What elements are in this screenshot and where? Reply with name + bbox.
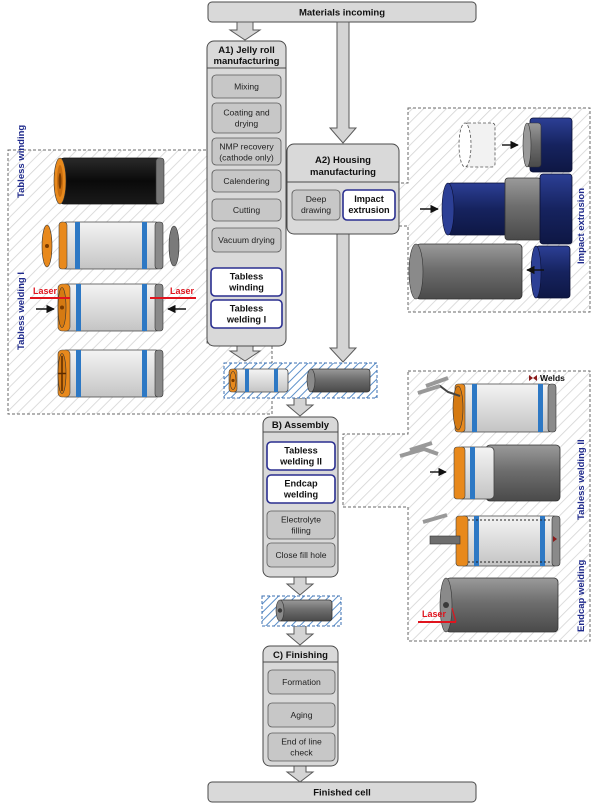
- arrow-assembly-out: [285, 575, 315, 596]
- arrow-to-finished-cell: [285, 765, 315, 783]
- step-eol-line2: check: [290, 748, 313, 758]
- materials-incoming-bar: Materials incoming: [207, 1, 477, 23]
- side-label-tabless-winding: Tabless winding: [16, 125, 27, 198]
- step-coating-line1: Coating and: [223, 108, 270, 118]
- housing-title-1: A2) Housing: [315, 155, 371, 166]
- step-deep-drawing-line2: drawing: [301, 205, 331, 215]
- sectioned-cell: [422, 513, 561, 567]
- flow-arrows: [228, 21, 358, 783]
- welds-label: Welds: [540, 373, 565, 383]
- roll-into-can: [399, 441, 561, 502]
- extruded-can: [408, 243, 571, 300]
- step-endcap-welding-line1: Endcap: [284, 479, 318, 489]
- step-calendering: Calendering: [223, 176, 270, 186]
- punch-extrusion: [441, 173, 573, 245]
- step-tabless-welding-1-line2: welding I: [226, 315, 266, 325]
- housing-preview: [306, 368, 371, 393]
- step-mixing: Mixing: [234, 82, 259, 92]
- step-tabless-welding-2-line1: Tabless: [284, 446, 318, 456]
- jelly-roll-stage: A1) Jelly roll manufacturing Mixing Coat…: [206, 40, 287, 347]
- step-aging: Aging: [291, 710, 313, 720]
- assembled-cell-box: [261, 595, 342, 627]
- step-formation: Formation: [282, 677, 321, 687]
- jelly-roll-title-2: manufacturing: [214, 56, 280, 67]
- step-nmp-line2: (cathode only): [219, 153, 274, 163]
- slug-in-die: [522, 117, 573, 173]
- step-tabless-winding-line2: winding: [228, 283, 264, 293]
- assembly-title: B) Assembly: [272, 420, 330, 431]
- step-nmp-line1: NMP recovery: [219, 142, 274, 152]
- assembly-detail-panel: [342, 370, 591, 642]
- intermediate-products-box: [223, 362, 378, 399]
- laser-label-endcap: Laser: [422, 609, 447, 619]
- arrow-jelly-roll-out: [228, 345, 262, 362]
- welded-roll: [57, 349, 164, 398]
- side-label-tabless-welding-1: Tabless welding I: [16, 272, 27, 350]
- arrow-to-finishing: [285, 625, 315, 646]
- step-endcap-welding-line2: welding: [283, 490, 318, 500]
- arrow-to-jelly-roll: [228, 21, 262, 41]
- step-cutting: Cutting: [233, 205, 260, 215]
- step-tabless-winding-line1: Tabless: [230, 272, 264, 282]
- step-electrolyte-line2: filling: [291, 526, 311, 536]
- tabless-winding-illustrations: Laser Laser Tabless winding Tabless weld…: [16, 125, 196, 398]
- side-label-endcap-welding: Endcap welding: [576, 559, 587, 632]
- side-label-tabless-welding-2: Tabless welding II: [576, 439, 587, 520]
- laser-label-left: Laser: [33, 286, 58, 296]
- welding-roll-lasers: Laser Laser: [30, 283, 196, 332]
- finished-cell-label: Finished cell: [313, 788, 371, 799]
- roll-with-tabs: [417, 376, 557, 433]
- wound-roll-with-plates: [41, 221, 180, 270]
- arrow-housing-out: [328, 233, 358, 363]
- step-vacuum-drying: Vacuum drying: [218, 235, 275, 245]
- step-deep-drawing-line1: Deep: [306, 194, 327, 204]
- impact-extrusion-illustrations: Impact extrusion: [408, 117, 587, 300]
- finishing-stage: C) Finishing Formation Aging End of line…: [262, 645, 339, 767]
- materials-incoming-label: Materials incoming: [299, 8, 385, 19]
- jelly-roll-highlight-steps: Tabless winding Tabless welding I: [210, 267, 283, 329]
- housing-stage: A2) Housing manufacturing Deep drawing I…: [286, 143, 400, 235]
- housing-title-2: manufacturing: [310, 167, 376, 178]
- side-label-impact-extrusion: Impact extrusion: [576, 188, 587, 264]
- welds-legend: Welds: [529, 373, 565, 383]
- endcap-welding-cell: Laser: [418, 577, 559, 633]
- step-electrolyte-line1: Electrolyte: [281, 515, 321, 525]
- jelly-roll-title-1: A1) Jelly roll: [218, 45, 275, 56]
- jelly-roll-steps: Mixing Coating and drying NMP recovery (…: [211, 74, 282, 253]
- step-coating-line2: drying: [235, 119, 259, 129]
- wound-roll-black: [53, 157, 165, 205]
- step-close-fill-hole: Close fill hole: [275, 550, 326, 560]
- arrow-to-housing: [328, 21, 358, 144]
- finished-cell-bar: Finished cell: [207, 781, 477, 803]
- arrow-to-assembly: [285, 397, 315, 417]
- assembly-illustrations: Welds: [399, 373, 587, 633]
- step-tabless-welding-1-line1: Tabless: [230, 304, 264, 314]
- finishing-title: C) Finishing: [273, 650, 328, 661]
- step-impact-extrusion-line1: Impact: [354, 194, 384, 204]
- step-tabless-welding-2-line2: welding II: [279, 457, 322, 467]
- laser-label-right: Laser: [170, 286, 195, 296]
- assembly-stage: B) Assembly Tabless welding II Endcap we…: [262, 416, 339, 578]
- step-eol-line1: End of line: [281, 737, 322, 747]
- jelly-roll-preview: [228, 368, 289, 393]
- blank-slug: [458, 122, 496, 168]
- step-impact-extrusion-line2: extrusion: [348, 205, 390, 215]
